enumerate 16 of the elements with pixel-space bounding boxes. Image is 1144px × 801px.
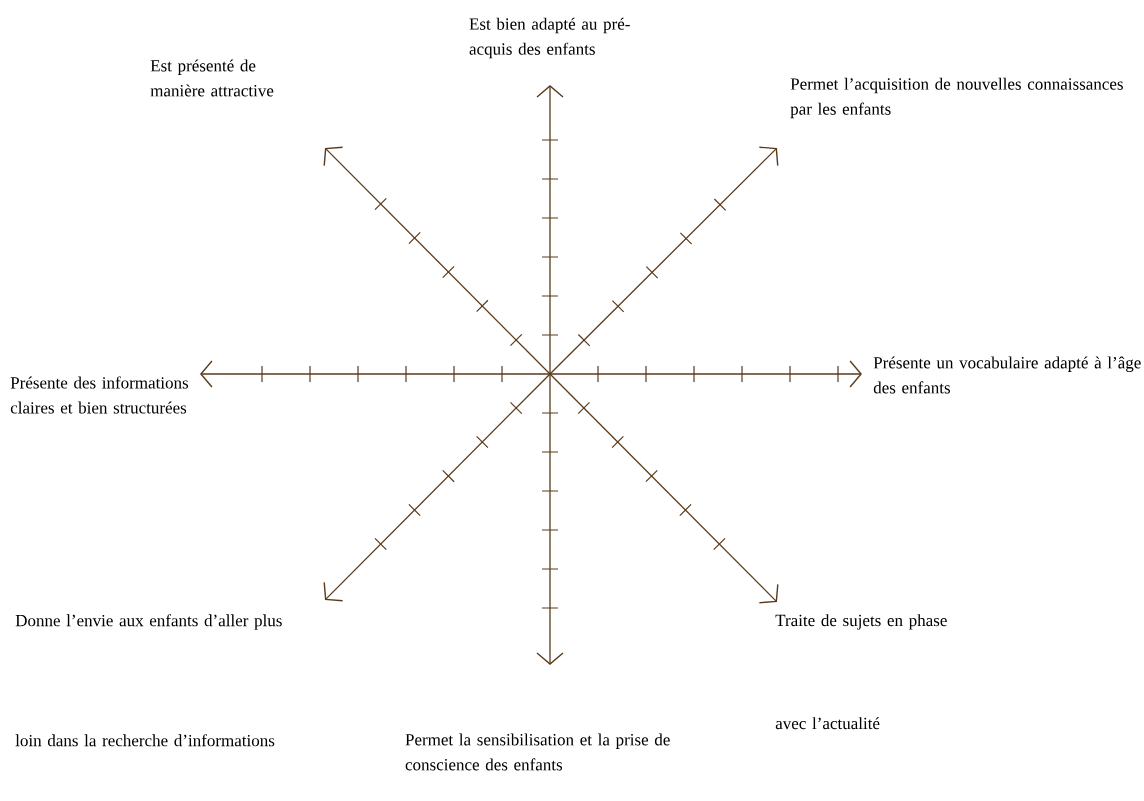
axis-arrow	[549, 146, 779, 375]
axis-arrow	[549, 360, 862, 388]
axis-label: Présente des informations claires et bien structurées	[10, 376, 189, 414]
axis-label: Est présenté de manière attractive	[150, 59, 274, 97]
axis-arrow	[200, 360, 551, 388]
axis-label: Permet l’acquisition de nouvelles connaissances par les enfants	[790, 77, 1123, 119]
axis-label: Traite de sujets en phase avec l’actualité	[775, 614, 947, 730]
axis-label: Permet la sensibilisation et la prise de conscience des enfants	[405, 733, 670, 771]
axis-arrow	[323, 373, 551, 602]
axis-arrow	[549, 373, 779, 604]
axis-label: Présente un vocabulaire adapté à l’âge des enfants	[873, 356, 1141, 394]
axis-label: Est bien adapté au pré-acquis des enfants	[469, 17, 630, 59]
axis-arrow	[536, 373, 564, 665]
axis-label: Donne l’envie aux enfants d’aller plus loin dans la recherche d’informations	[15, 614, 282, 747]
axis-arrow	[323, 146, 551, 375]
axis-arrow	[536, 85, 564, 375]
